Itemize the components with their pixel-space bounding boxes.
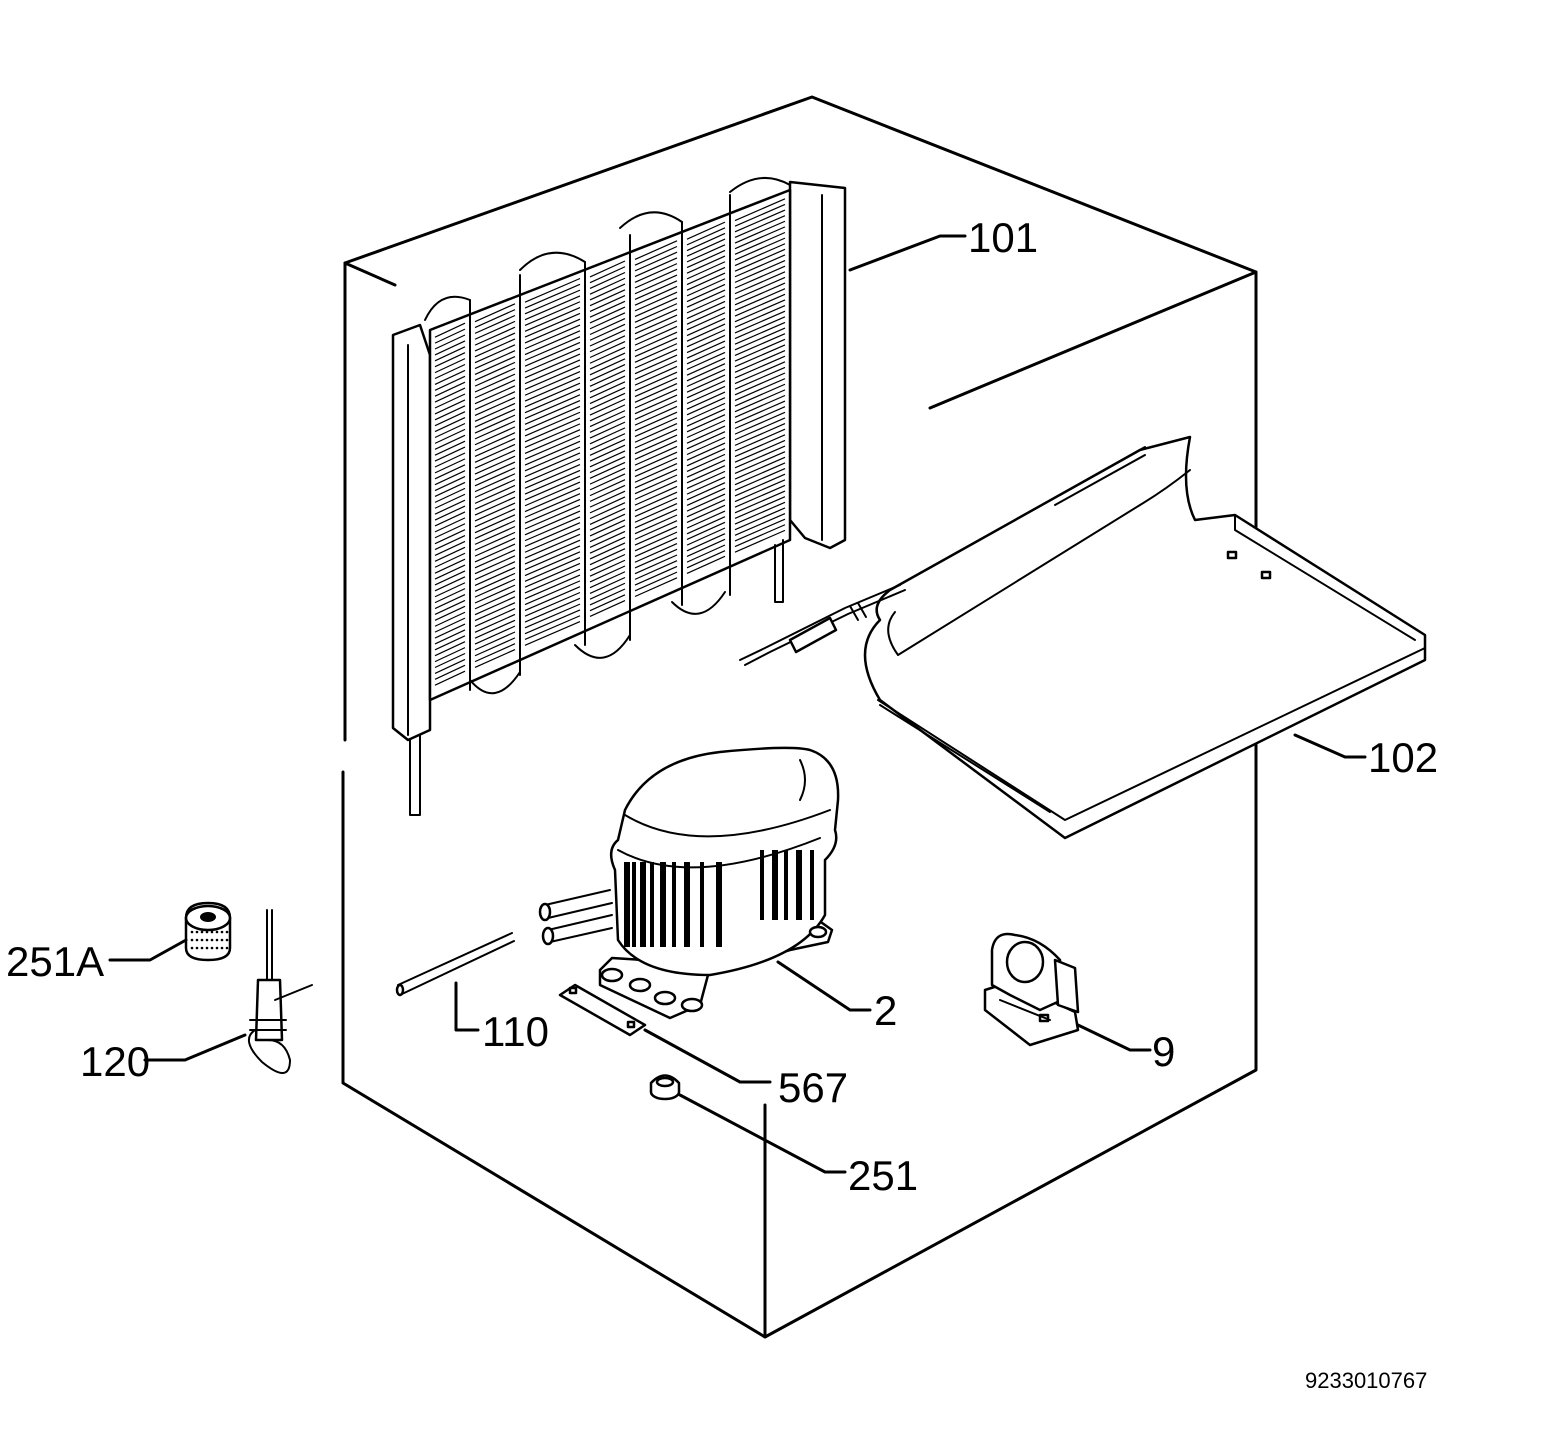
callout-9: 9 xyxy=(1152,1028,1175,1075)
callout-120: 120 xyxy=(80,1038,150,1085)
callout-567: 567 xyxy=(778,1064,848,1111)
grommet-part xyxy=(649,1074,681,1101)
condenser-part xyxy=(391,176,847,816)
callout-2: 2 xyxy=(874,987,897,1034)
callout-102: 102 xyxy=(1368,734,1438,781)
sensor-part xyxy=(247,909,313,1074)
callout-251: 251 xyxy=(848,1152,918,1199)
callout-251a: 251A xyxy=(6,938,104,985)
callout-101: 101 xyxy=(968,214,1038,261)
document-id: 9233010767 xyxy=(1305,1368,1427,1393)
leader-lines xyxy=(108,234,1367,1174)
tube-part xyxy=(395,932,515,997)
clamp-part xyxy=(983,932,1080,1047)
grommet-251a-part xyxy=(184,901,232,962)
mounting-plate-part xyxy=(558,983,647,1037)
callout-110: 110 xyxy=(482,1008,549,1055)
cabinet-outline xyxy=(341,95,1258,1339)
drip-tray-part xyxy=(739,435,1427,840)
compressor-part xyxy=(538,746,840,1020)
